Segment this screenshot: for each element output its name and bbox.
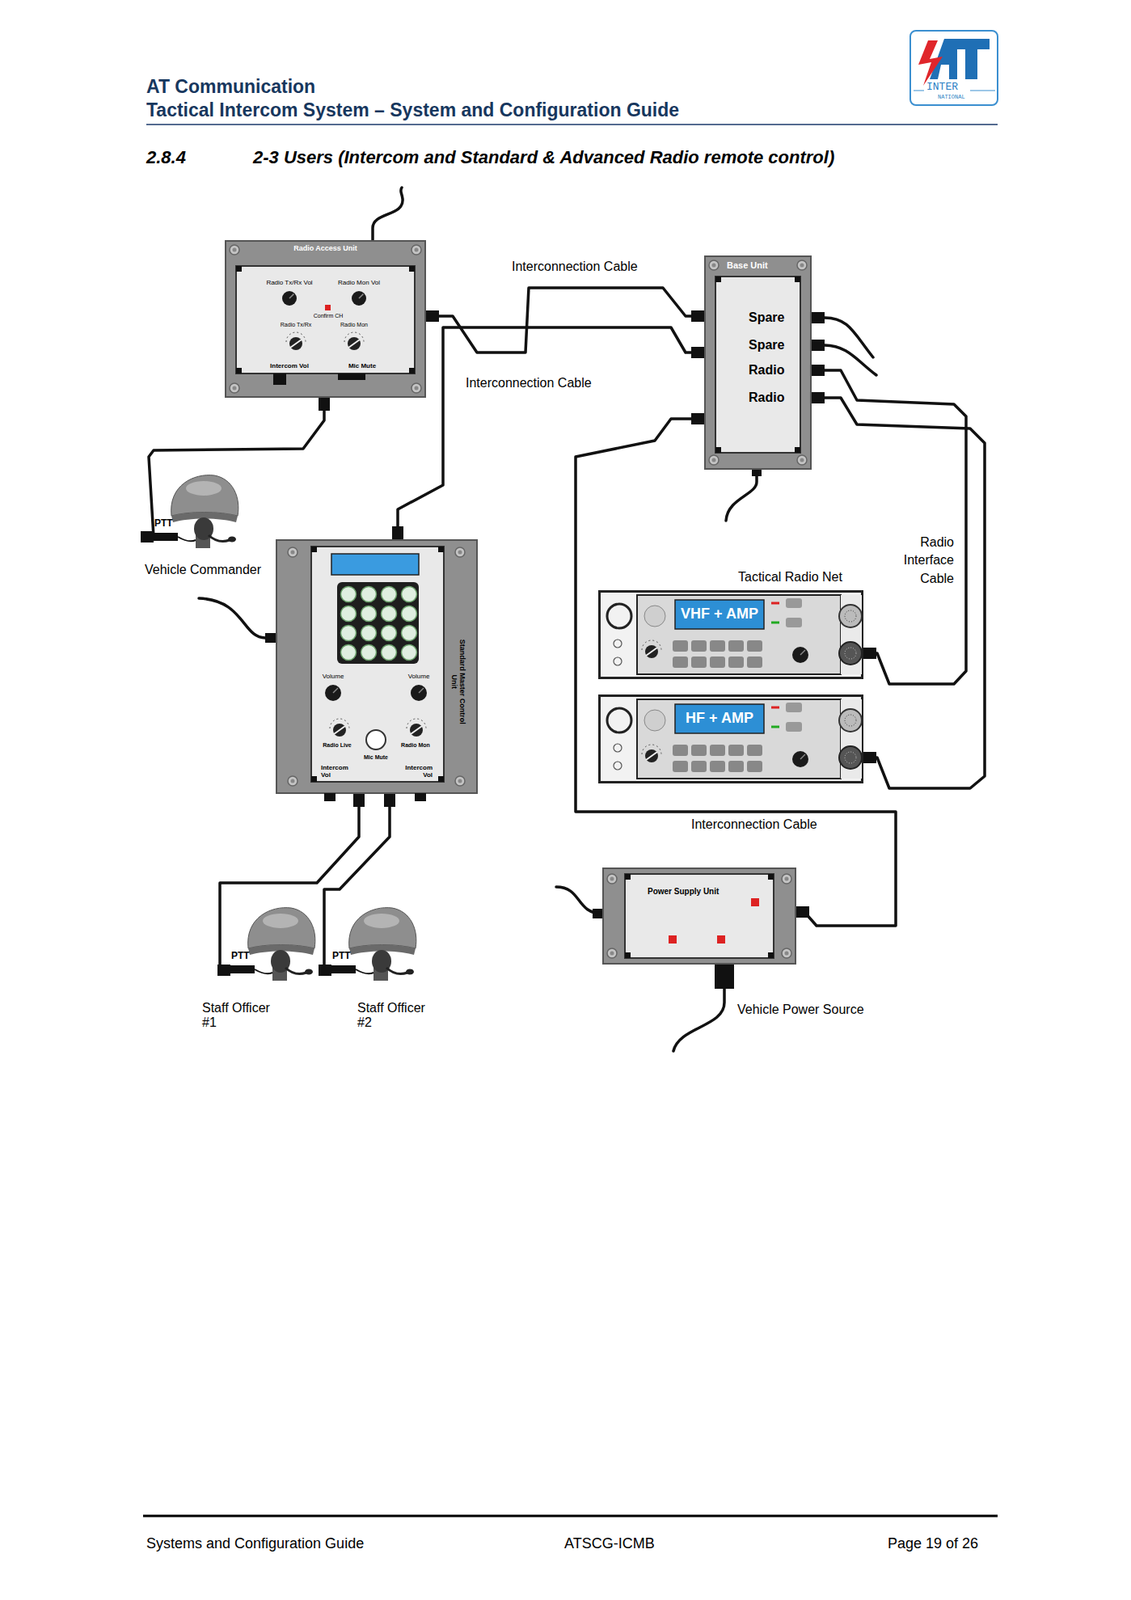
section-title: 2-3 Users (Intercom and Standard & Advan… (253, 147, 835, 168)
unit-label: PTT (154, 518, 174, 530)
page-label: 2.8.4 (146, 147, 186, 168)
unit-label: Radio Access Unit (224, 244, 427, 253)
unit-label: Radio Mon (329, 321, 379, 329)
unit-label: Mic Mute (337, 362, 387, 370)
unit-artwork (598, 590, 864, 680)
unit-artwork (230, 901, 320, 983)
unit-label: Radio (748, 390, 785, 406)
unit-label: Radio Tx/Rx (271, 321, 321, 329)
unit-artwork (704, 255, 812, 470)
hf-radio: HF + AMP (598, 694, 864, 784)
cable-plug (691, 413, 705, 425)
unit-label: Base Unit (726, 260, 769, 271)
unit-label: PTT (231, 950, 250, 963)
cable-plug (318, 397, 330, 411)
unit-label: Mic Mute (355, 754, 397, 761)
cable-plug (426, 310, 439, 322)
page-label: Page 19 of 26 (887, 1535, 979, 1553)
cable-plug (318, 964, 332, 976)
page-label: Radio Interface Cable (879, 533, 954, 588)
master-control-unit: Standard Master Control Unit Volume Volume… (275, 539, 478, 794)
unit-label: Confirm CH (303, 312, 353, 320)
unit-label: Spare (748, 337, 785, 353)
cable-plug (811, 364, 825, 376)
page-label: ATSCG-ICMB (564, 1535, 655, 1553)
cable-plug (691, 310, 705, 322)
unit-label: Intercom Vol (260, 362, 319, 370)
interconnection-cable (219, 793, 359, 971)
cable-plug (796, 906, 810, 918)
unit-artwork (602, 867, 797, 965)
cable-plug (811, 392, 825, 404)
unit-label: Staff Officer #2 (357, 1000, 431, 1031)
unit-artwork (331, 901, 421, 983)
unit-label: Spare (748, 310, 785, 325)
interconnection-cable (397, 327, 705, 540)
interconnection-cable (148, 397, 325, 537)
unit-label: Radio (748, 362, 785, 378)
unit-artwork (598, 694, 864, 784)
vhf-radio: VHF + AMP (598, 590, 864, 680)
cable-plug (691, 346, 705, 359)
radio-access-unit: Radio Access UnitRadio Tx/Rx VolRadio Mo… (224, 240, 427, 398)
unit-artwork (224, 240, 427, 398)
cable-plug (863, 647, 877, 659)
unit-label: Radio Mon Vol (329, 278, 389, 287)
page-label: Tactical Radio Net (738, 569, 843, 585)
interconnection-cable (426, 287, 705, 353)
cable-label: Interconnection Cable (463, 375, 595, 391)
unit-label: Radio Tx/Rx Vol (260, 278, 319, 287)
interconnection-cable (575, 418, 896, 926)
power-supply-unit: Power Supply Unit (602, 867, 797, 965)
unit-label: Volume (398, 672, 439, 680)
cable-plug (353, 793, 365, 807)
cable-plug (384, 793, 396, 807)
unit-label: Vehicle Commander (144, 562, 262, 578)
cable-plug (392, 526, 404, 540)
page-label: Tactical Intercom System – System and Co… (146, 99, 680, 121)
headset-user: PTTStaff Officer #2 (331, 901, 421, 983)
unit-label: Standard Master Control Unit (450, 633, 468, 731)
cable-plug (217, 964, 231, 976)
unit-label: PTT (332, 950, 351, 963)
unit-artwork (153, 468, 243, 550)
cable-label: Interconnection Cable (688, 817, 820, 832)
page-label: NATIONAL (937, 93, 966, 101)
unit-label: Volume (312, 672, 354, 680)
headset-user: PTTVehicle Commander (153, 468, 243, 550)
unit-label: Intercom Vol (396, 763, 433, 779)
unit-label: Staff Officer #1 (202, 1000, 275, 1031)
page-label: AT Communication (146, 75, 316, 98)
unit-label: VHF + AMP (675, 605, 764, 623)
unit-label: HF + AMP (675, 709, 764, 727)
cable-plug (140, 531, 154, 543)
page-label: INTER (926, 81, 958, 94)
cable-plug (863, 751, 877, 764)
unit-label: Radio Live (316, 742, 358, 749)
cable-label: Interconnection Cable (509, 259, 641, 275)
headset-user: PTTStaff Officer #1 (230, 901, 320, 983)
unit-label: Power Supply Unit (647, 886, 719, 897)
base-unit: Base UnitSpareSpareRadioRadio (704, 255, 812, 470)
page-label: Systems and Configuration Guide (146, 1535, 364, 1553)
page-label: Vehicle Power Source (737, 1002, 865, 1018)
unit-label: Radio Mon (395, 742, 436, 749)
unit-label: Intercom Vol (320, 763, 357, 779)
